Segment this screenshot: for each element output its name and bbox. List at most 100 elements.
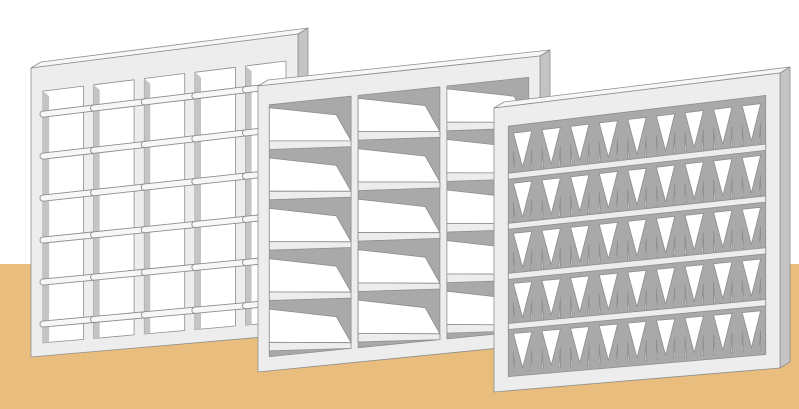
- lattice-opening: [529, 199, 533, 220]
- lattice-opening: [741, 279, 745, 301]
- lattice-opening: [758, 174, 761, 196]
- grid-rod: [192, 130, 249, 142]
- lattice-opening: [513, 351, 516, 373]
- lattice-opening: [684, 131, 687, 153]
- lattice-opening: [627, 116, 647, 155]
- lattice-opening: [513, 151, 516, 172]
- lattice-opening: [598, 192, 602, 213]
- lattice-opening: [656, 164, 676, 203]
- lattice-opening: [713, 106, 733, 145]
- lattice-opening: [598, 272, 618, 311]
- lattice-opening: [627, 269, 647, 308]
- lattice-band: [507, 143, 767, 180]
- lattice-band: [507, 195, 767, 230]
- lattice-opening: [615, 240, 618, 262]
- lattice-opening: [513, 331, 533, 369]
- lattice-opening: [541, 349, 544, 370]
- grid-rod: [91, 227, 147, 238]
- lattice-opening: [615, 139, 618, 160]
- lattice-opening: [672, 183, 676, 205]
- grid-rod: [40, 316, 97, 327]
- lattice-opening: [656, 185, 659, 207]
- lattice-opening: [741, 155, 761, 194]
- lattice-opening: [587, 243, 590, 265]
- grid-rod: [40, 274, 97, 285]
- grid-rod: [192, 216, 249, 228]
- grid-rod: [40, 105, 97, 117]
- fin-underside: [357, 181, 441, 192]
- lattice-opening: [644, 238, 647, 259]
- lattice-opening: [598, 323, 618, 361]
- lattice-opening: [758, 278, 761, 300]
- lattice-opening: [529, 149, 533, 170]
- grid-rod-screen-panel: [30, 27, 309, 358]
- grid-rod: [192, 303, 249, 313]
- grid-rod: [40, 147, 97, 159]
- grid-rod: [141, 264, 198, 275]
- lattice-opening: [541, 328, 561, 366]
- lattice-opening: [570, 224, 590, 263]
- lattice-opening: [713, 128, 716, 149]
- lattice-opening: [529, 300, 533, 321]
- lattice-opening: [587, 142, 590, 164]
- lattice-opening: [598, 242, 602, 264]
- lattice-opening: [730, 229, 733, 251]
- lattice-opening: [713, 261, 733, 300]
- fin-underside: [268, 140, 352, 150]
- grid-rod: [141, 136, 198, 148]
- lattice-opening: [558, 145, 561, 167]
- grid-rod: [192, 87, 249, 99]
- lattice-opening: [513, 180, 533, 218]
- lattice-opening: [730, 126, 733, 147]
- lattice-opening: [656, 215, 676, 254]
- lattice-opening: [541, 278, 561, 316]
- lattice-opening: [598, 141, 602, 162]
- fin-underside: [357, 232, 441, 242]
- lattice-opening: [541, 127, 561, 165]
- grid-opening-shadow: [194, 72, 201, 330]
- lattice-opening: [558, 297, 561, 318]
- lattice-opening: [513, 251, 516, 272]
- lattice-opening: [701, 232, 704, 253]
- lattice-opening: [541, 177, 561, 215]
- lattice-opening: [570, 174, 590, 212]
- fin-underside: [268, 341, 352, 352]
- lattice-opening: [627, 218, 647, 257]
- lattice-opening: [741, 228, 745, 249]
- grid-opening-shadow: [93, 84, 100, 339]
- fin-underside: [357, 131, 441, 141]
- grid-rod: [40, 232, 97, 243]
- lattice-opening: [570, 296, 573, 317]
- grid-rod: [91, 269, 147, 280]
- lattice-opening: [741, 124, 745, 146]
- lattice-opening: [741, 176, 745, 198]
- lattice-opening: [656, 339, 659, 360]
- lattice-opening: [684, 212, 704, 251]
- lattice-opening: [701, 334, 704, 356]
- lattice-opening: [684, 285, 687, 306]
- lattice-opening: [598, 344, 602, 365]
- lattice-opening: [741, 310, 761, 349]
- lattice-panel-side-face: [779, 66, 791, 369]
- lattice-opening: [713, 282, 716, 304]
- lattice-opening: [529, 350, 533, 371]
- grid-rod: [141, 221, 198, 233]
- lattice-opening: [713, 158, 733, 197]
- lattice-opening: [558, 347, 561, 369]
- lattice-opening: [656, 113, 676, 152]
- lattice-opening: [529, 249, 533, 271]
- grid-rod: [91, 312, 147, 323]
- lattice-opening: [627, 320, 647, 359]
- grid-opening-shadow: [43, 91, 50, 343]
- lattice-opening: [570, 326, 590, 364]
- lattice-opening: [570, 144, 573, 166]
- lattice-opening: [758, 329, 761, 351]
- lattice-opening: [730, 177, 733, 199]
- lattice-opening: [541, 227, 561, 266]
- lattice-opening: [615, 342, 618, 364]
- lattice-opening: [672, 286, 676, 308]
- lattice-opening: [713, 209, 733, 248]
- lattice-opening: [656, 288, 659, 309]
